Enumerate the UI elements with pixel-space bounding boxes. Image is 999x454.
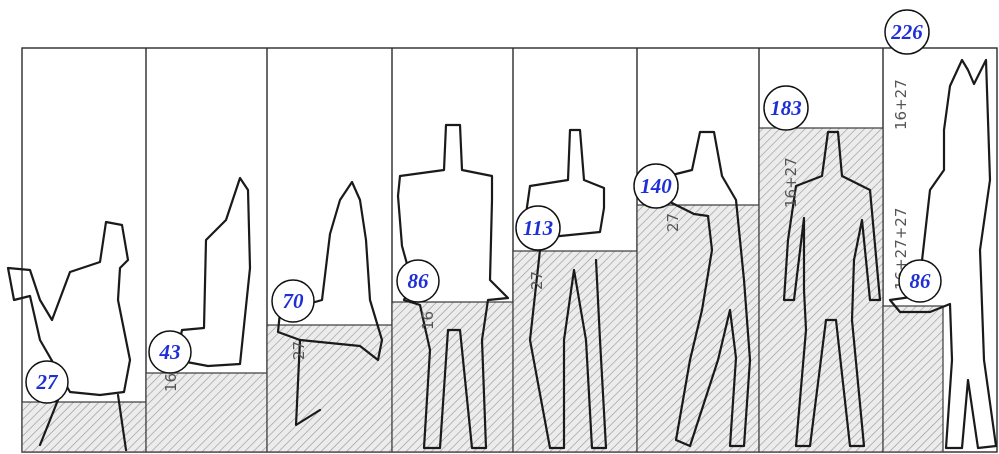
- dimension-label: 27: [290, 341, 308, 360]
- dimension-label: 16: [162, 373, 180, 392]
- dimension-label: 27: [664, 213, 682, 232]
- dimension-label: 16+27: [892, 79, 910, 130]
- dimension-label: 16+27: [782, 157, 800, 208]
- dimension-label: 16: [419, 311, 437, 330]
- badge-value: 183: [770, 96, 802, 120]
- badge-value: 43: [159, 340, 181, 364]
- badge-value: 140: [640, 174, 672, 198]
- support-block: [883, 306, 943, 452]
- height-badge: 140: [634, 164, 678, 208]
- support-block: [392, 302, 513, 452]
- badge-value: 70: [283, 289, 305, 313]
- height-badge: 27: [26, 361, 68, 403]
- badge-value: 113: [523, 216, 553, 240]
- height-badge: 226: [885, 10, 929, 54]
- badge-value: 86: [408, 269, 430, 293]
- height-badge: 70: [272, 280, 314, 322]
- height-badge: 86: [397, 260, 439, 302]
- dimension-label: 27: [528, 271, 546, 290]
- height-badge: 43: [149, 331, 191, 373]
- badge-value: 27: [36, 370, 60, 394]
- seated-figure: [176, 178, 250, 366]
- height-badge: 86: [899, 260, 941, 302]
- badge-value: 226: [890, 20, 923, 44]
- height-badge: 183: [764, 86, 808, 130]
- height-badge: 113: [516, 206, 560, 250]
- badge-value: 86: [910, 269, 932, 293]
